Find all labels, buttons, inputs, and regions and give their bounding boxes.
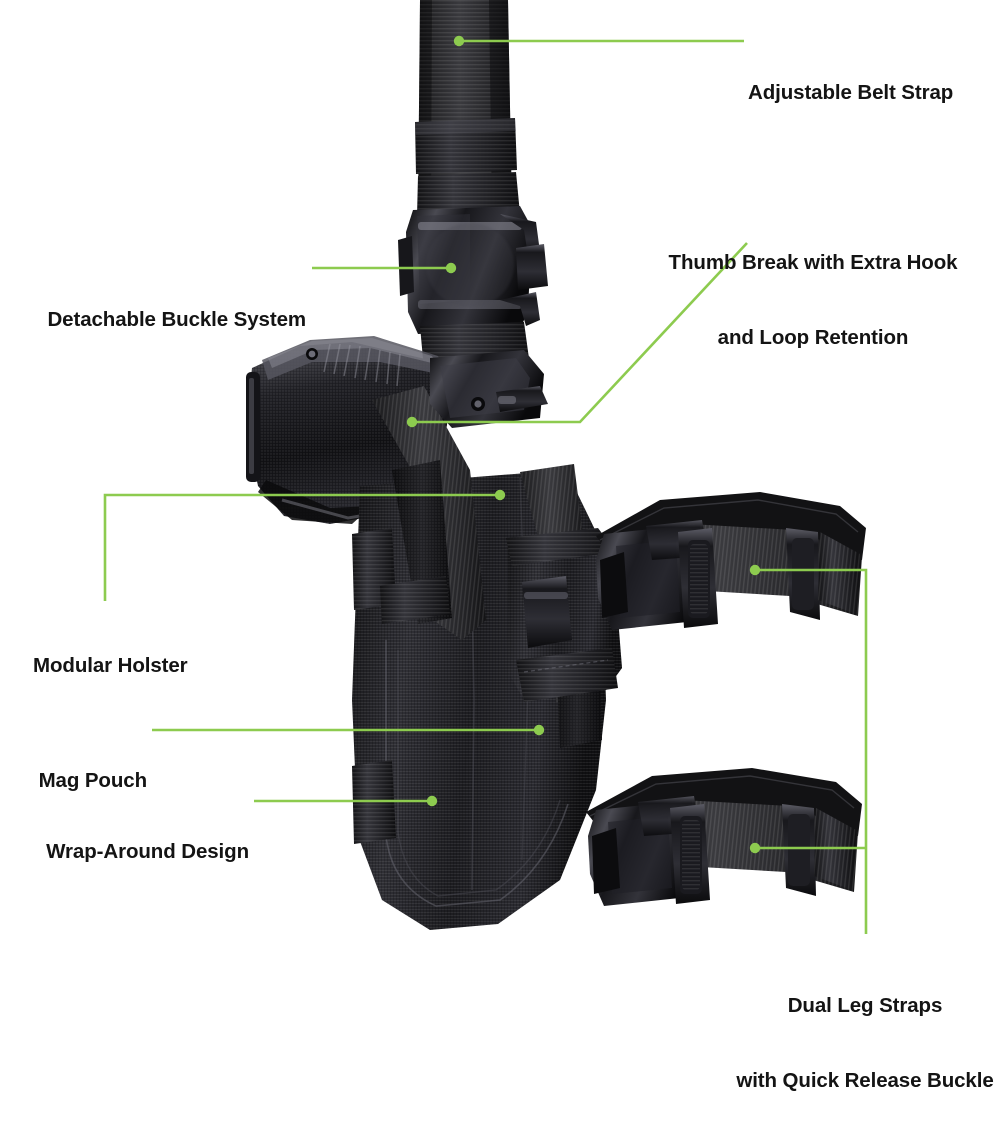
- thumb-break-graphic: [430, 350, 548, 428]
- leg-strap-lower-graphic: [586, 768, 862, 906]
- mag-pouch-graphic: [506, 528, 622, 702]
- detachable-buckle-graphic: [398, 206, 548, 370]
- callout-label-wrap-around-design: Wrap-Around Design: [46, 840, 249, 863]
- product-callout-diagram: Adjustable Belt Strap Thumb Break with E…: [33, 0, 994, 1092]
- callout-label-thumb-break: Thumb Break with Extra Hook and Loop Ret…: [668, 251, 958, 349]
- leg-strap-upper-graphic: [596, 492, 866, 630]
- callout-label-mag-pouch: Mag Pouch: [38, 769, 148, 792]
- callout-label-dual-leg-straps: Dual Leg Straps with Quick Release Buckl…: [736, 994, 994, 1092]
- callout-label-adjustable-belt-strap: Adjustable Belt Strap: [748, 81, 954, 104]
- callout-label-detachable-buckle-system: Detachable Buckle System: [47, 308, 306, 331]
- belt-strap-graphic: [415, 0, 520, 216]
- callout-label-modular-holster: Modular Holster: [33, 654, 188, 677]
